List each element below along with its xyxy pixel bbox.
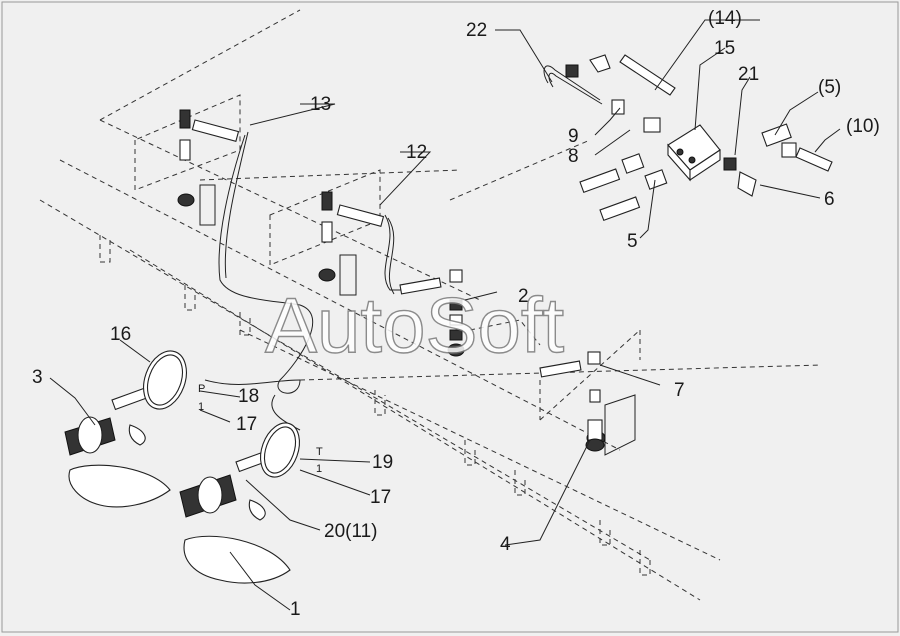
callout-15: 15 — [714, 38, 735, 59]
adapter-fittings-5 — [579, 123, 792, 222]
watermark: AutoSoft — [265, 281, 565, 369]
check-fitting-4 — [585, 419, 605, 452]
callout-17-lower: 17 — [370, 487, 391, 508]
marker-t: T — [316, 446, 323, 458]
marker-1-lower: 1 — [316, 463, 322, 475]
callout-leaders — [49, 19, 841, 611]
callout-7: 7 — [674, 380, 685, 401]
callout-8: 8 — [568, 146, 579, 167]
tube-14 — [619, 54, 676, 96]
fittings-12 — [318, 191, 385, 282]
callout-13: 13 — [310, 94, 331, 115]
callout-9: 9 — [568, 126, 579, 147]
callout-6: 6 — [824, 189, 835, 210]
callout-22: 22 — [466, 20, 487, 41]
callout-5: 5 — [627, 231, 638, 252]
callout-5-paren: (5) — [818, 77, 841, 98]
part-markers: P 1 T 1 — [198, 383, 323, 475]
fittings-13 — [177, 109, 240, 207]
callout-18: 18 — [238, 386, 259, 407]
callout-4: 4 — [500, 534, 511, 555]
callout-3: 3 — [32, 367, 43, 388]
callout-21: 21 — [738, 64, 759, 85]
callout-16: 16 — [110, 324, 131, 345]
tube-10 — [781, 142, 833, 172]
dust-cap-1-upper — [68, 424, 171, 508]
callout-1: 1 — [290, 599, 301, 620]
callout-2: 2 — [518, 286, 529, 307]
tie-ring-16 — [143, 350, 187, 410]
marker-p: P — [198, 383, 205, 395]
callout-12: 12 — [406, 142, 427, 163]
coupler-3 — [64, 385, 154, 456]
callout-19: 19 — [372, 452, 393, 473]
valve-block-15 — [667, 124, 721, 182]
callout-10-paren: (10) — [846, 116, 880, 137]
marker-1-upper: 1 — [198, 401, 204, 413]
callout-20-11: 20(11) — [324, 521, 378, 542]
tractor-frame-outline — [39, 9, 821, 601]
callout-17-upper: 17 — [236, 414, 257, 435]
dust-cap-1-lower — [183, 499, 291, 584]
callout-labels: 1 2 3 4 (5) 5 6 7 8 9 (10) 12 13 (14) 15… — [32, 8, 880, 620]
fittings-8-9-22 — [565, 54, 757, 197]
tie-ring-19 — [260, 422, 300, 478]
callout-14-paren: (14) — [708, 8, 742, 29]
fitting-stack-2 — [399, 269, 465, 357]
